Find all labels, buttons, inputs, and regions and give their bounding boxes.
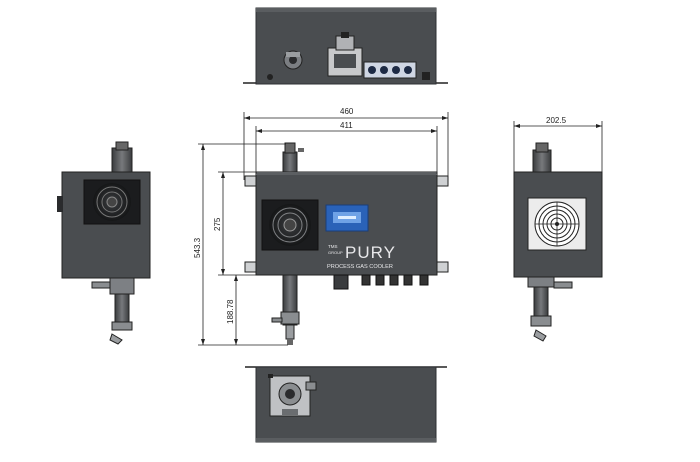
dimension-arrows <box>201 116 602 345</box>
top-connector-block <box>363 61 430 80</box>
front-view: TMS GROUP PURY PROCESS GAS COOLER <box>244 142 449 345</box>
right-side-view <box>513 142 603 342</box>
front-fan-icon <box>261 199 319 251</box>
dim-mounting-height: 275 <box>213 217 222 231</box>
brand-small-2: GROUP <box>328 250 343 255</box>
display-panel <box>325 204 369 232</box>
dim-side-depth: 202.5 <box>546 116 567 125</box>
top-view <box>243 7 448 85</box>
dim-overall-width: 460 <box>340 107 354 116</box>
dim-bottom-length: 188.78 <box>226 299 235 324</box>
dim-overall-height: 543.3 <box>193 237 202 258</box>
bottom-view <box>245 366 447 443</box>
brand-title: PURY <box>345 243 396 262</box>
brand-subtitle: PROCESS GAS COOLER <box>327 264 393 270</box>
top-pump-icon <box>327 32 363 77</box>
left-side-view <box>57 141 151 345</box>
brand-small-1: TMS <box>328 244 338 249</box>
bottom-connectors <box>333 274 429 290</box>
dim-mounting-width: 411 <box>340 121 353 130</box>
top-fitting-icon <box>267 50 303 80</box>
bottom-fitting-icon <box>268 374 317 417</box>
dimension-lines <box>198 112 603 346</box>
left-fan-icon <box>83 179 141 225</box>
right-grille-icon <box>527 197 587 251</box>
